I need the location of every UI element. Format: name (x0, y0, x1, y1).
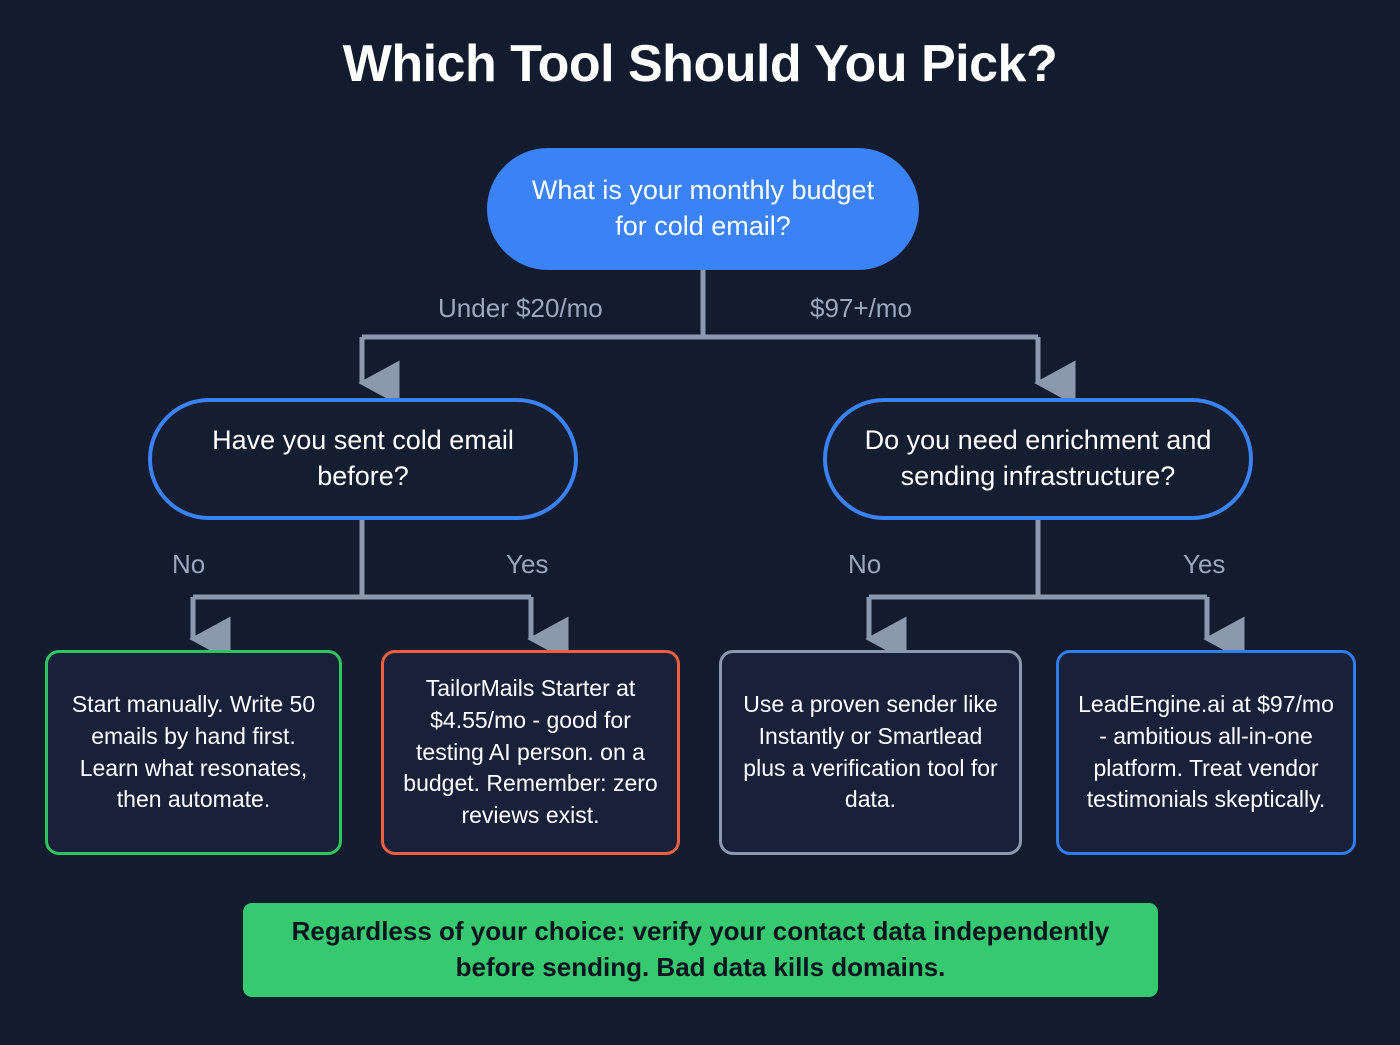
edge-label-right-yes: Yes (1183, 549, 1226, 579)
outcome-node-tailormails-starter[interactable]: TailorMails Starter at $4.55/mo - good f… (381, 650, 680, 855)
outcome-node-proven-sender[interactable]: Use a proven sender like Instantly or Sm… (719, 650, 1022, 855)
edge-label-root-right: $97+/mo (810, 293, 912, 323)
outcome-node-start-manually[interactable]: Start manually. Write 50 emails by hand … (45, 650, 342, 855)
edge-label-root-left: Under $20/mo (438, 293, 603, 323)
page-title: Which Tool Should You Pick? (342, 35, 1058, 93)
footer-advice-banner: Regardless of your choice: verify your c… (243, 903, 1158, 997)
edge-label-left-no: No (172, 549, 206, 579)
edge-label-right-no: No (848, 549, 882, 579)
outcome-node-leadengine[interactable]: LeadEngine.ai at $97/mo - ambitious all-… (1056, 650, 1356, 855)
decision-node-right[interactable]: Do you need enrichment and sending infra… (823, 398, 1253, 520)
root-question-node[interactable]: What is your monthly budget for cold ema… (487, 148, 919, 270)
decision-node-left[interactable]: Have you sent cold email before? (148, 398, 578, 520)
edge-label-left-yes: Yes (506, 549, 549, 579)
